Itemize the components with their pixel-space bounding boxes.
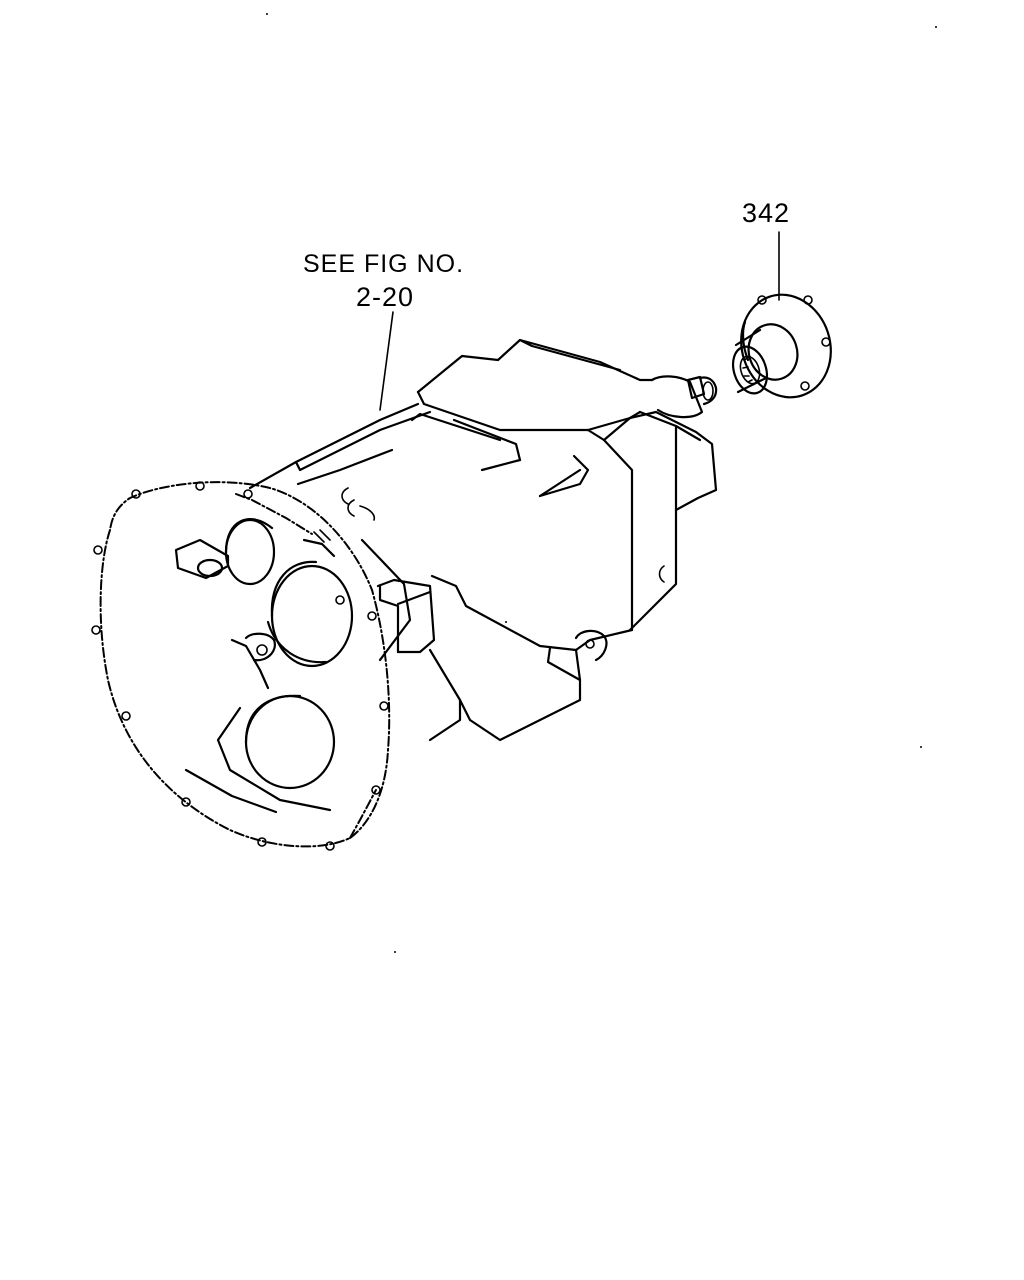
scan-speck [920, 746, 922, 748]
scan-speck [266, 13, 268, 15]
part-number-callout: 342 [742, 198, 791, 228]
transmission-case [248, 338, 718, 742]
companion-flange-part [731, 293, 832, 399]
figure-reference-line2: 2-20 [356, 282, 415, 312]
figure-reference-line1: SEE FIG NO. [303, 250, 465, 278]
scan-speck [394, 951, 396, 953]
output-shaft [650, 375, 718, 419]
bellhousing [91, 481, 391, 851]
leader-line-fig-ref [379, 311, 394, 411]
scan-speck [505, 621, 507, 623]
scan-speck [935, 26, 937, 28]
